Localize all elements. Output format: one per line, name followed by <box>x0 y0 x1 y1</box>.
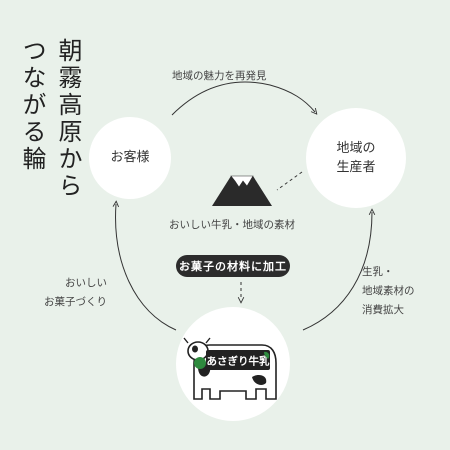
arrow-factory-to-producer <box>302 212 372 331</box>
mount-fuji-icon <box>212 175 272 206</box>
label-consumption-line-3: 消費拡大 <box>362 303 404 316</box>
node-customer-label: お客様 <box>110 150 150 166</box>
title-line-1: 朝霧高原から <box>54 38 82 200</box>
label-consumption-line-2: 地域素材の <box>362 284 415 297</box>
label-rediscover: 地域の魅力を再発見 <box>172 70 267 82</box>
node-producer-line-2: 生産者 <box>336 160 376 175</box>
cow-logo-text: あさぎり牛乳 <box>207 355 270 368</box>
title-line-2: つながる輪 <box>18 38 46 173</box>
label-confectionery-line-2: お菓子づくり <box>44 295 107 308</box>
label-consumption-line-1: 生乳・ <box>362 266 394 278</box>
cow-logo-icon: あさぎり牛乳 <box>183 337 277 400</box>
node-factory: あさぎり牛乳 <box>176 307 290 421</box>
label-confectionery-line-1: おいしい <box>65 277 107 289</box>
arrow-factory-to-customer <box>116 204 177 331</box>
process-pill: お菓子の材料に加工 <box>176 255 290 277</box>
dashed-link-producer <box>276 171 303 191</box>
label-materials: おいしい牛乳・地域の素材 <box>169 219 295 231</box>
arrow-customer-to-producer <box>171 81 315 116</box>
process-pill-text: お菓子の材料に加工 <box>179 260 287 273</box>
node-producer: 地域の 生産者 <box>306 108 406 208</box>
label-confectionery: おいしい お菓子づくり <box>44 274 107 312</box>
label-consumption: 生乳・ 地域素材の 消費拡大 <box>362 263 415 320</box>
node-customer: お客様 <box>89 117 171 199</box>
node-producer-line-1: 地域の <box>336 140 376 156</box>
